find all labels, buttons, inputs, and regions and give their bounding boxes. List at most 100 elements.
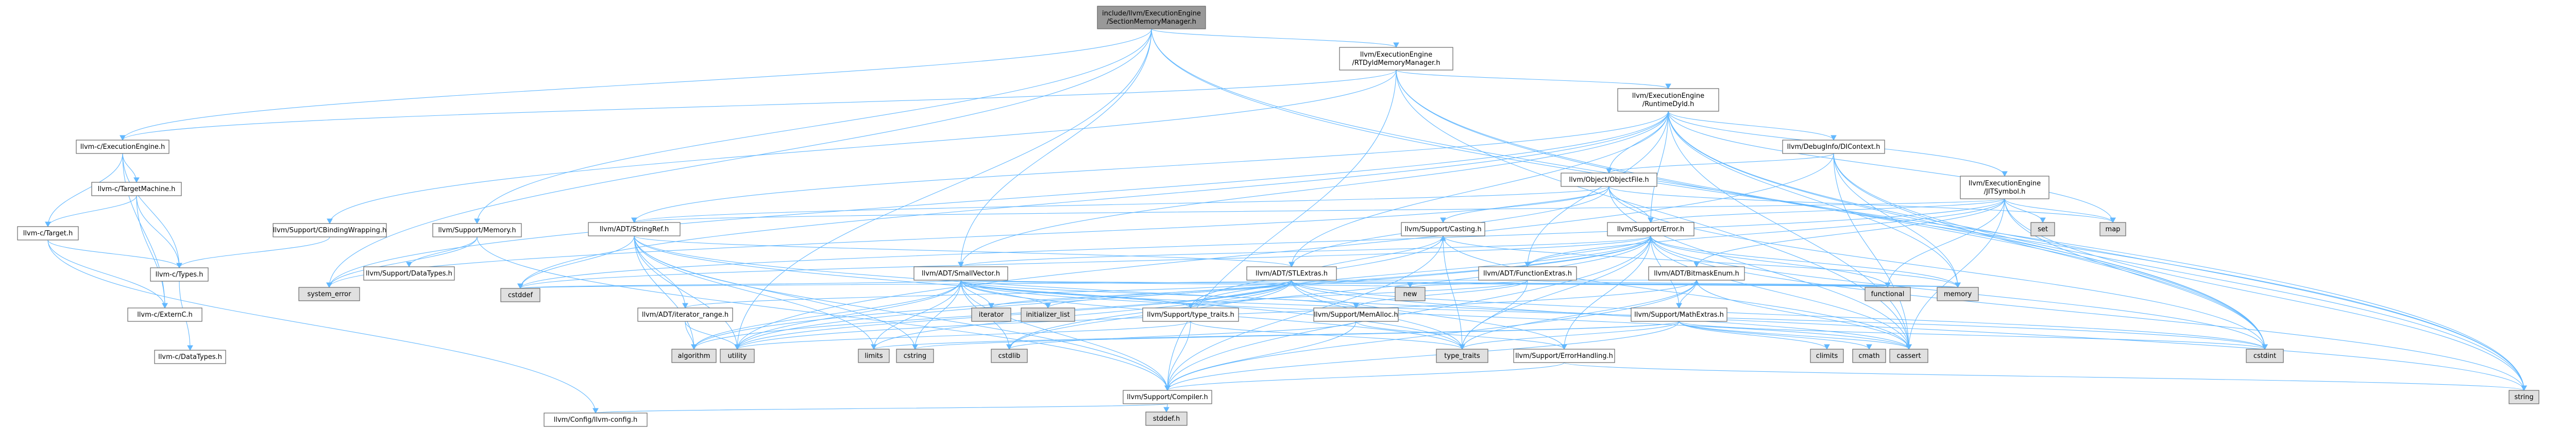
- edge-n14-n42: [634, 235, 916, 350]
- node-type-traits[interactable]: type_traits: [1436, 349, 1488, 363]
- edge-n9-n20: [1650, 111, 1669, 223]
- node-label: llvm/ADT/STLExtras.h: [1256, 270, 1328, 278]
- edge-arrowhead: [2002, 171, 2008, 177]
- node-cassert[interactable]: cassert: [1889, 349, 1928, 363]
- node-llvm-c-target-h[interactable]: llvm-c/Target.h: [17, 226, 79, 241]
- node-llvm-adt-stlextras-h[interactable]: llvm/ADT/STLExtras.h: [1246, 266, 1337, 281]
- node-llvm-executionengine-rtdyldmemorymanager-h[interactable]: llvm/ExecutionEngine/RTDyldMemoryManager…: [1339, 47, 1453, 71]
- edge-arrowhead: [1906, 344, 1912, 350]
- node-set[interactable]: set: [2030, 222, 2055, 236]
- node-llvm-c-datatypes-h[interactable]: llvm-c/DataTypes.h: [154, 350, 226, 364]
- node-label: llvm/Support/MemAlloc.h: [1314, 311, 1398, 319]
- node-box: [1648, 266, 1745, 281]
- node-cstddef[interactable]: cstddef: [500, 288, 540, 302]
- node-string[interactable]: string: [2509, 390, 2539, 404]
- edge-n0-n13: [329, 28, 1152, 288]
- node-llvm-support-cbindingwrapping-h[interactable]: llvm/Support/CBindingWrapping.h: [273, 223, 387, 237]
- edge-arrowhead: [176, 263, 182, 269]
- edge-arrowhead: [1648, 217, 1654, 224]
- node-llvm-support-memalloc-h[interactable]: llvm/Support/MemAlloc.h: [1313, 307, 1399, 322]
- edge-arrowhead: [1693, 262, 1700, 268]
- node-stddef-h[interactable]: stddef.h: [1145, 411, 1188, 426]
- node-llvm-c-executionengine-h[interactable]: llvm-c/ExecutionEngine.h: [76, 140, 170, 154]
- edge-n20-n21: [1527, 235, 1651, 267]
- node-llvm-support-memory-h[interactable]: llvm/Support/Memory.h: [432, 223, 522, 237]
- node-llvm-c-types-h[interactable]: llvm-c/Types.h: [150, 267, 209, 282]
- node-map[interactable]: map: [2099, 222, 2126, 236]
- node-cstdlib[interactable]: cstdlib: [991, 349, 1028, 363]
- edge-n15-n48: [960, 280, 2265, 350]
- node-llvm-support-datatypes-h[interactable]: llvm/Support/DataTypes.h: [363, 266, 455, 281]
- node-initializer-list[interactable]: initializer_list: [1021, 307, 1075, 322]
- node-box: [1617, 88, 1719, 112]
- node-cmath[interactable]: cmath: [1852, 349, 1886, 363]
- edge-arrowhead: [1606, 168, 1612, 174]
- edge-n21-n26: [1355, 280, 1528, 308]
- node-functional[interactable]: functional: [1865, 287, 1911, 301]
- edge-n17-n14: [634, 186, 1609, 223]
- node-llvm-debuginfo-dicontext-h[interactable]: llvm/DebugInfo/DIContext.h: [1782, 140, 1885, 154]
- edge-n17-n20: [1608, 186, 1651, 223]
- node-llvm-adt-stringref-h[interactable]: llvm/ADT/StringRef.h: [588, 222, 681, 236]
- edge-n29-n8: [595, 403, 1168, 414]
- node-llvm-support-error-h[interactable]: llvm/Support/Error.h: [1607, 222, 1694, 236]
- node-llvm-adt-bitmaskenum-h[interactable]: llvm/ADT/BitmaskEnum.h: [1648, 266, 1745, 281]
- node-system-error[interactable]: system_error: [298, 287, 360, 301]
- edge-arrowhead: [45, 221, 51, 228]
- edge-arrowhead: [2262, 344, 2268, 350]
- edge-n27-n47: [1679, 321, 1909, 350]
- node-llvm-object-objectfile-h[interactable]: llvm/Object/ObjectFile.h: [1561, 173, 1657, 187]
- node-label: llvm/Support/Casting.h: [1404, 226, 1481, 233]
- node-include-llvm-executionengine-sectionmemorymanager-h[interactable]: include/llvm/ExecutionEngine/SectionMemo…: [1097, 6, 1206, 29]
- edge-n19-n21: [1527, 198, 2005, 267]
- edge-n27-n45: [1679, 321, 1827, 350]
- node-label: new: [1403, 290, 1417, 298]
- edge-arrowhead: [1665, 83, 1671, 90]
- node-llvm-c-externc-h[interactable]: llvm-c/ExternC.h: [127, 307, 202, 322]
- node-label: algorithm: [678, 352, 710, 360]
- node-algorithm[interactable]: algorithm: [671, 349, 717, 363]
- node-llvm-config-llvm-config-h[interactable]: llvm/Config/llvm-config.h: [544, 413, 648, 427]
- node-cstring[interactable]: cstring: [896, 349, 934, 363]
- edge-arrowhead: [162, 303, 168, 309]
- edge-n15-n42: [914, 280, 961, 350]
- edge-arrowhead: [1561, 344, 1567, 350]
- edge-n21-n38: [1527, 280, 1958, 288]
- edge-n0-n15: [960, 28, 1152, 267]
- node-llvm-adt-iterator-range-h[interactable]: llvm/ADT/iterator_range.h: [637, 307, 733, 322]
- edge-n0-n1: [1151, 28, 1397, 48]
- node-llvm-support-errorhandling-h[interactable]: llvm/Support/ErrorHandling.h: [1513, 349, 1615, 363]
- edge-n25-n29: [1167, 321, 1191, 391]
- edge-arrowhead: [187, 345, 193, 351]
- node-llvm-executionengine-jitsymbol-h[interactable]: llvm/ExecutionEngine/JITSymbol.h: [1960, 176, 2049, 199]
- edge-n1-n2: [122, 70, 1397, 141]
- node-iterator[interactable]: iterator: [971, 307, 1011, 322]
- node-llvm-support-casting-h[interactable]: llvm/Support/Casting.h: [1401, 222, 1485, 236]
- node-utility[interactable]: utility: [720, 349, 755, 363]
- node-llvm-support-compiler-h[interactable]: llvm/Support/Compiler.h: [1123, 390, 1212, 404]
- node-llvm-c-targetmachine-h[interactable]: llvm-c/TargetMachine.h: [91, 182, 182, 196]
- node-limits[interactable]: limits: [858, 349, 890, 363]
- edge-arrowhead: [1164, 385, 1171, 391]
- node-llvm-adt-functionextras-h[interactable]: llvm/ADT/FunctionExtras.h: [1478, 266, 1577, 281]
- node-memory[interactable]: memory: [1937, 287, 1979, 301]
- node-box: [588, 222, 681, 236]
- edge-n0-n2: [122, 28, 1152, 141]
- node-cstdint[interactable]: cstdint: [2246, 349, 2284, 363]
- edge-arrowhead: [1866, 344, 1872, 350]
- node-box: [637, 307, 733, 322]
- edge-n21-n36: [1410, 280, 1528, 288]
- node-llvm-support-mathextras-h[interactable]: llvm/Support/MathExtras.h: [1631, 307, 1727, 322]
- node-label: /RTDyldMemoryManager.h: [1352, 59, 1440, 67]
- node-llvm-adt-smallvector-h[interactable]: llvm/ADT/SmallVector.h: [913, 266, 1008, 281]
- edge-n26-n29: [1167, 321, 1357, 391]
- node-label: llvm/Support/MathExtras.h: [1634, 311, 1724, 319]
- edge-arrowhead: [2521, 385, 2527, 391]
- node-new[interactable]: new: [1395, 287, 1426, 301]
- node-label: llvm/Support/CBindingWrapping.h: [273, 227, 387, 234]
- node-llvm-executionengine-runtimedyld-h[interactable]: llvm/ExecutionEngine/RuntimeDyld.h: [1617, 88, 1719, 112]
- node-climits[interactable]: climits: [1810, 349, 1844, 363]
- node-label: llvm/DebugInfo/DIContext.h: [1787, 143, 1880, 151]
- node-llvm-support-type-traits-h[interactable]: llvm/Support/type_traits.h: [1142, 307, 1239, 322]
- node-label: llvm/Support/DataTypes.h: [366, 270, 452, 278]
